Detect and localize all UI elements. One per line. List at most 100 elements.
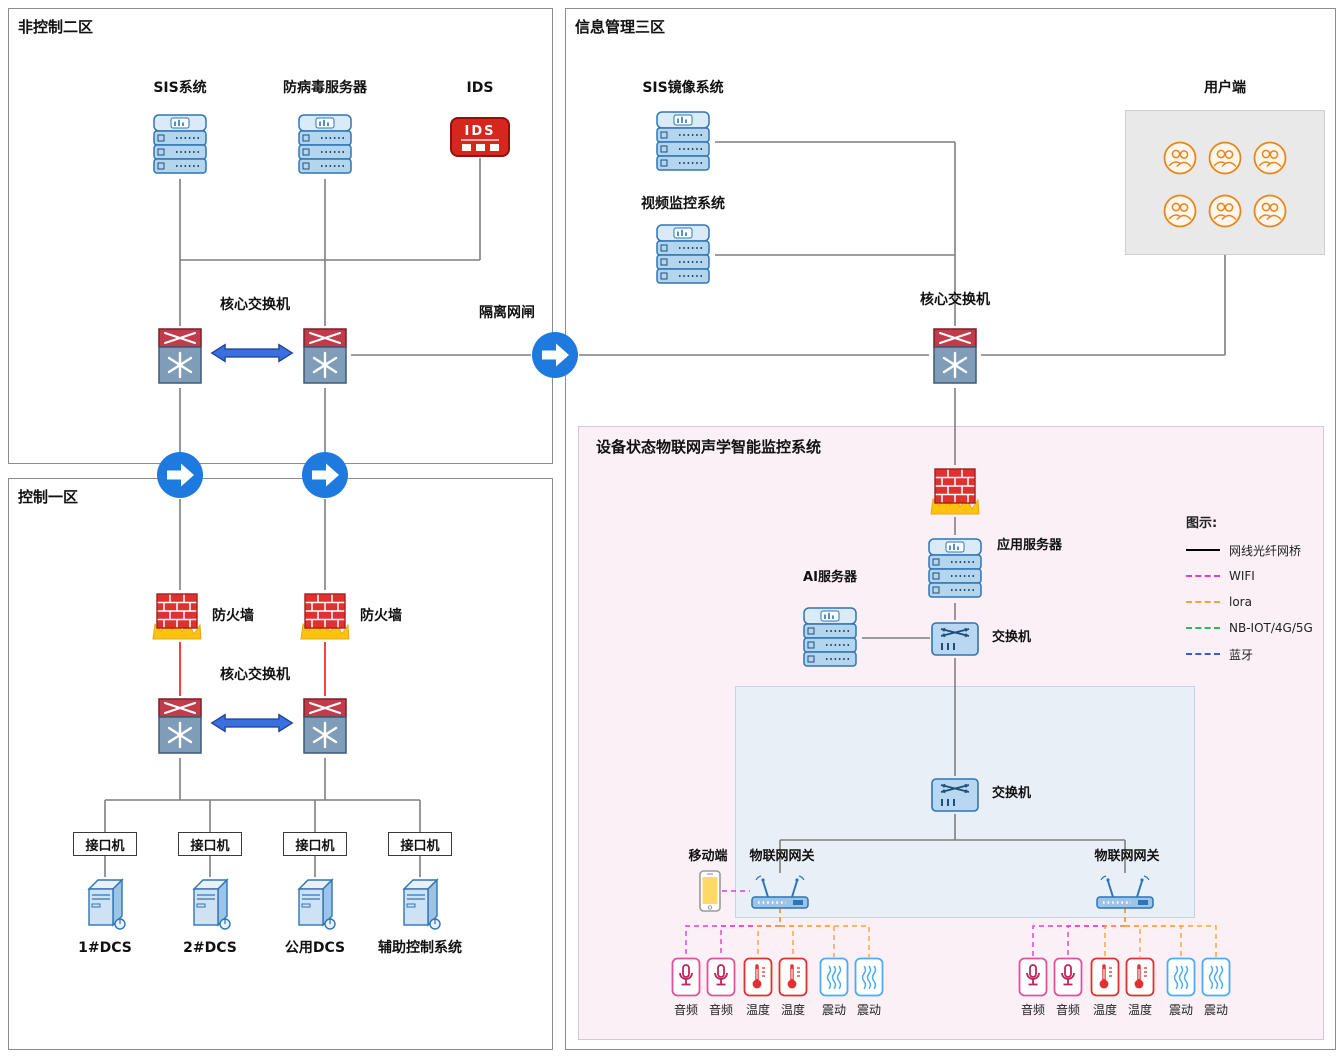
interface-box-4: 接口机	[388, 832, 452, 856]
sis-server-label: SIS系统	[153, 80, 207, 96]
temperature-sensor-icon	[778, 957, 808, 997]
zone3-core-switch-label: 核心交换机	[920, 292, 990, 308]
zone1-core-switch-left-icon	[154, 696, 206, 758]
ids-icon	[449, 116, 511, 158]
legend-item-wifi: WIFI	[1186, 563, 1324, 589]
zone-link-arrow-left-icon	[156, 451, 204, 499]
sensor-label: 温度	[1127, 1003, 1152, 1017]
zone3-title: 信息管理三区	[575, 18, 666, 36]
sensor-label: 震动	[1203, 1003, 1228, 1017]
interface-box-1: 接口机	[73, 832, 137, 856]
temperature-sensor-icon	[743, 957, 773, 997]
antivirus-server-label: 防病毒服务器	[283, 80, 367, 96]
sis-mirror-server-icon	[651, 108, 715, 176]
sensor-label: 温度	[780, 1003, 805, 1017]
legend-line-bluetooth	[1186, 653, 1220, 655]
legend-line-nbiot	[1186, 627, 1220, 629]
user-icon	[1163, 141, 1197, 175]
dcs1-workstation-icon	[81, 877, 129, 933]
zone-link-arrow-right-icon	[301, 451, 349, 499]
mobile-label: 移动端	[688, 849, 728, 864]
double-arrow-icon	[209, 341, 295, 365]
aux-control-workstation-icon	[396, 877, 444, 933]
legend-title: 图示:	[1186, 516, 1218, 531]
iot-gateway-right-icon	[1093, 873, 1157, 913]
zone2-core-switch-left-icon	[154, 326, 206, 388]
sis-server-icon	[148, 111, 212, 179]
iot-firewall-icon	[928, 465, 982, 517]
zone3-core-switch-icon	[929, 326, 981, 388]
iot-switch-upper-icon	[930, 620, 980, 658]
iot-switch-upper-label: 交换机	[992, 630, 1032, 645]
video-surveillance-server-icon	[651, 221, 715, 289]
dcs2-label: 2#DCS	[183, 940, 237, 956]
antivirus-server-icon	[293, 111, 357, 179]
firewall-left-label: 防火墙	[212, 608, 254, 624]
zone2-core-switch-label: 核心交换机	[220, 297, 290, 313]
iot-switch-lower-icon	[930, 776, 980, 814]
aux-control-label: 辅助控制系统	[378, 940, 462, 956]
users-box	[1125, 110, 1325, 255]
iot-switch-lower-label: 交换机	[992, 786, 1032, 801]
public-dcs-workstation-icon	[291, 877, 339, 933]
legend-label-wire: 网线光纤网桥	[1229, 543, 1302, 558]
isolation-gap-arrow-icon	[531, 331, 579, 379]
ai-server-icon	[798, 604, 862, 672]
sensor-label: 音频	[708, 1003, 733, 1017]
dcs2-workstation-icon	[186, 877, 234, 933]
legend-label-wifi: WIFI	[1229, 569, 1255, 583]
audio-sensor-icon	[706, 957, 736, 997]
user-icon	[1163, 194, 1197, 228]
legend-label-bluetooth: 蓝牙	[1229, 647, 1254, 662]
vibration-sensor-icon	[819, 957, 849, 997]
public-dcs-label: 公用DCS	[284, 940, 346, 956]
iot-gateway-right-label: 物联网网关	[1094, 849, 1160, 864]
vibration-sensor-icon	[1201, 957, 1231, 997]
legend-line-wifi	[1186, 575, 1220, 577]
temperature-sensor-icon	[1125, 957, 1155, 997]
sensor-label: 震动	[821, 1003, 846, 1017]
iot-gateway-left-label: 物联网网关	[749, 849, 815, 864]
firewall-right-label: 防火墙	[360, 608, 402, 624]
video-surveillance-label: 视频监控系统	[641, 196, 725, 212]
zone2-title: 非控制二区	[18, 18, 94, 36]
zone1-title: 控制一区	[18, 488, 79, 506]
isolation-gap-label: 隔离网闸	[479, 305, 535, 321]
sensor-label: 音频	[1020, 1003, 1045, 1017]
legend: 图示: 网线光纤网桥 WIFI lora NB-IOT/4G/5G 蓝牙	[1186, 512, 1324, 667]
firewall-links	[179, 642, 326, 696]
zone2-core-switch-right-icon	[299, 326, 351, 388]
interface-box-3: 接口机	[283, 832, 347, 856]
user-icon	[1253, 141, 1287, 175]
dcs1-label: 1#DCS	[78, 940, 132, 956]
interface-box-2: 接口机	[178, 832, 242, 856]
legend-item-wire: 网线光纤网桥	[1186, 537, 1324, 563]
sensor-label: 震动	[856, 1003, 881, 1017]
user-icon	[1208, 194, 1242, 228]
user-icon	[1208, 141, 1242, 175]
wired-links	[104, 141, 1226, 877]
legend-item-lora: lora	[1186, 589, 1324, 615]
users-label: 用户端	[1204, 80, 1246, 96]
sensor-label: 温度	[745, 1003, 770, 1017]
iot-gateway-left-icon	[748, 873, 812, 913]
legend-label-nbiot: NB-IOT/4G/5G	[1229, 621, 1313, 635]
zone1-core-switch-right-icon	[299, 696, 351, 758]
ai-server-label: AI服务器	[803, 570, 857, 585]
vibration-sensor-icon	[1166, 957, 1196, 997]
temperature-sensor-icon	[1090, 957, 1120, 997]
vibration-sensor-icon	[854, 957, 884, 997]
ids-label: IDS	[466, 80, 494, 96]
legend-item-bluetooth: 蓝牙	[1186, 641, 1324, 667]
sis-mirror-label: SIS镜像系统	[642, 80, 724, 96]
zone-noncontrol-2	[8, 8, 553, 464]
audio-sensor-icon	[671, 957, 701, 997]
legend-line-wire	[1186, 549, 1220, 551]
firewall-right-icon	[298, 590, 352, 642]
iot-zone-title: 设备状态物联网声学智能监控系统	[596, 438, 822, 456]
zone1-core-switch-label: 核心交换机	[220, 667, 290, 683]
legend-item-nbiot: NB-IOT/4G/5G	[1186, 615, 1324, 641]
sensor-label: 音频	[1055, 1003, 1080, 1017]
